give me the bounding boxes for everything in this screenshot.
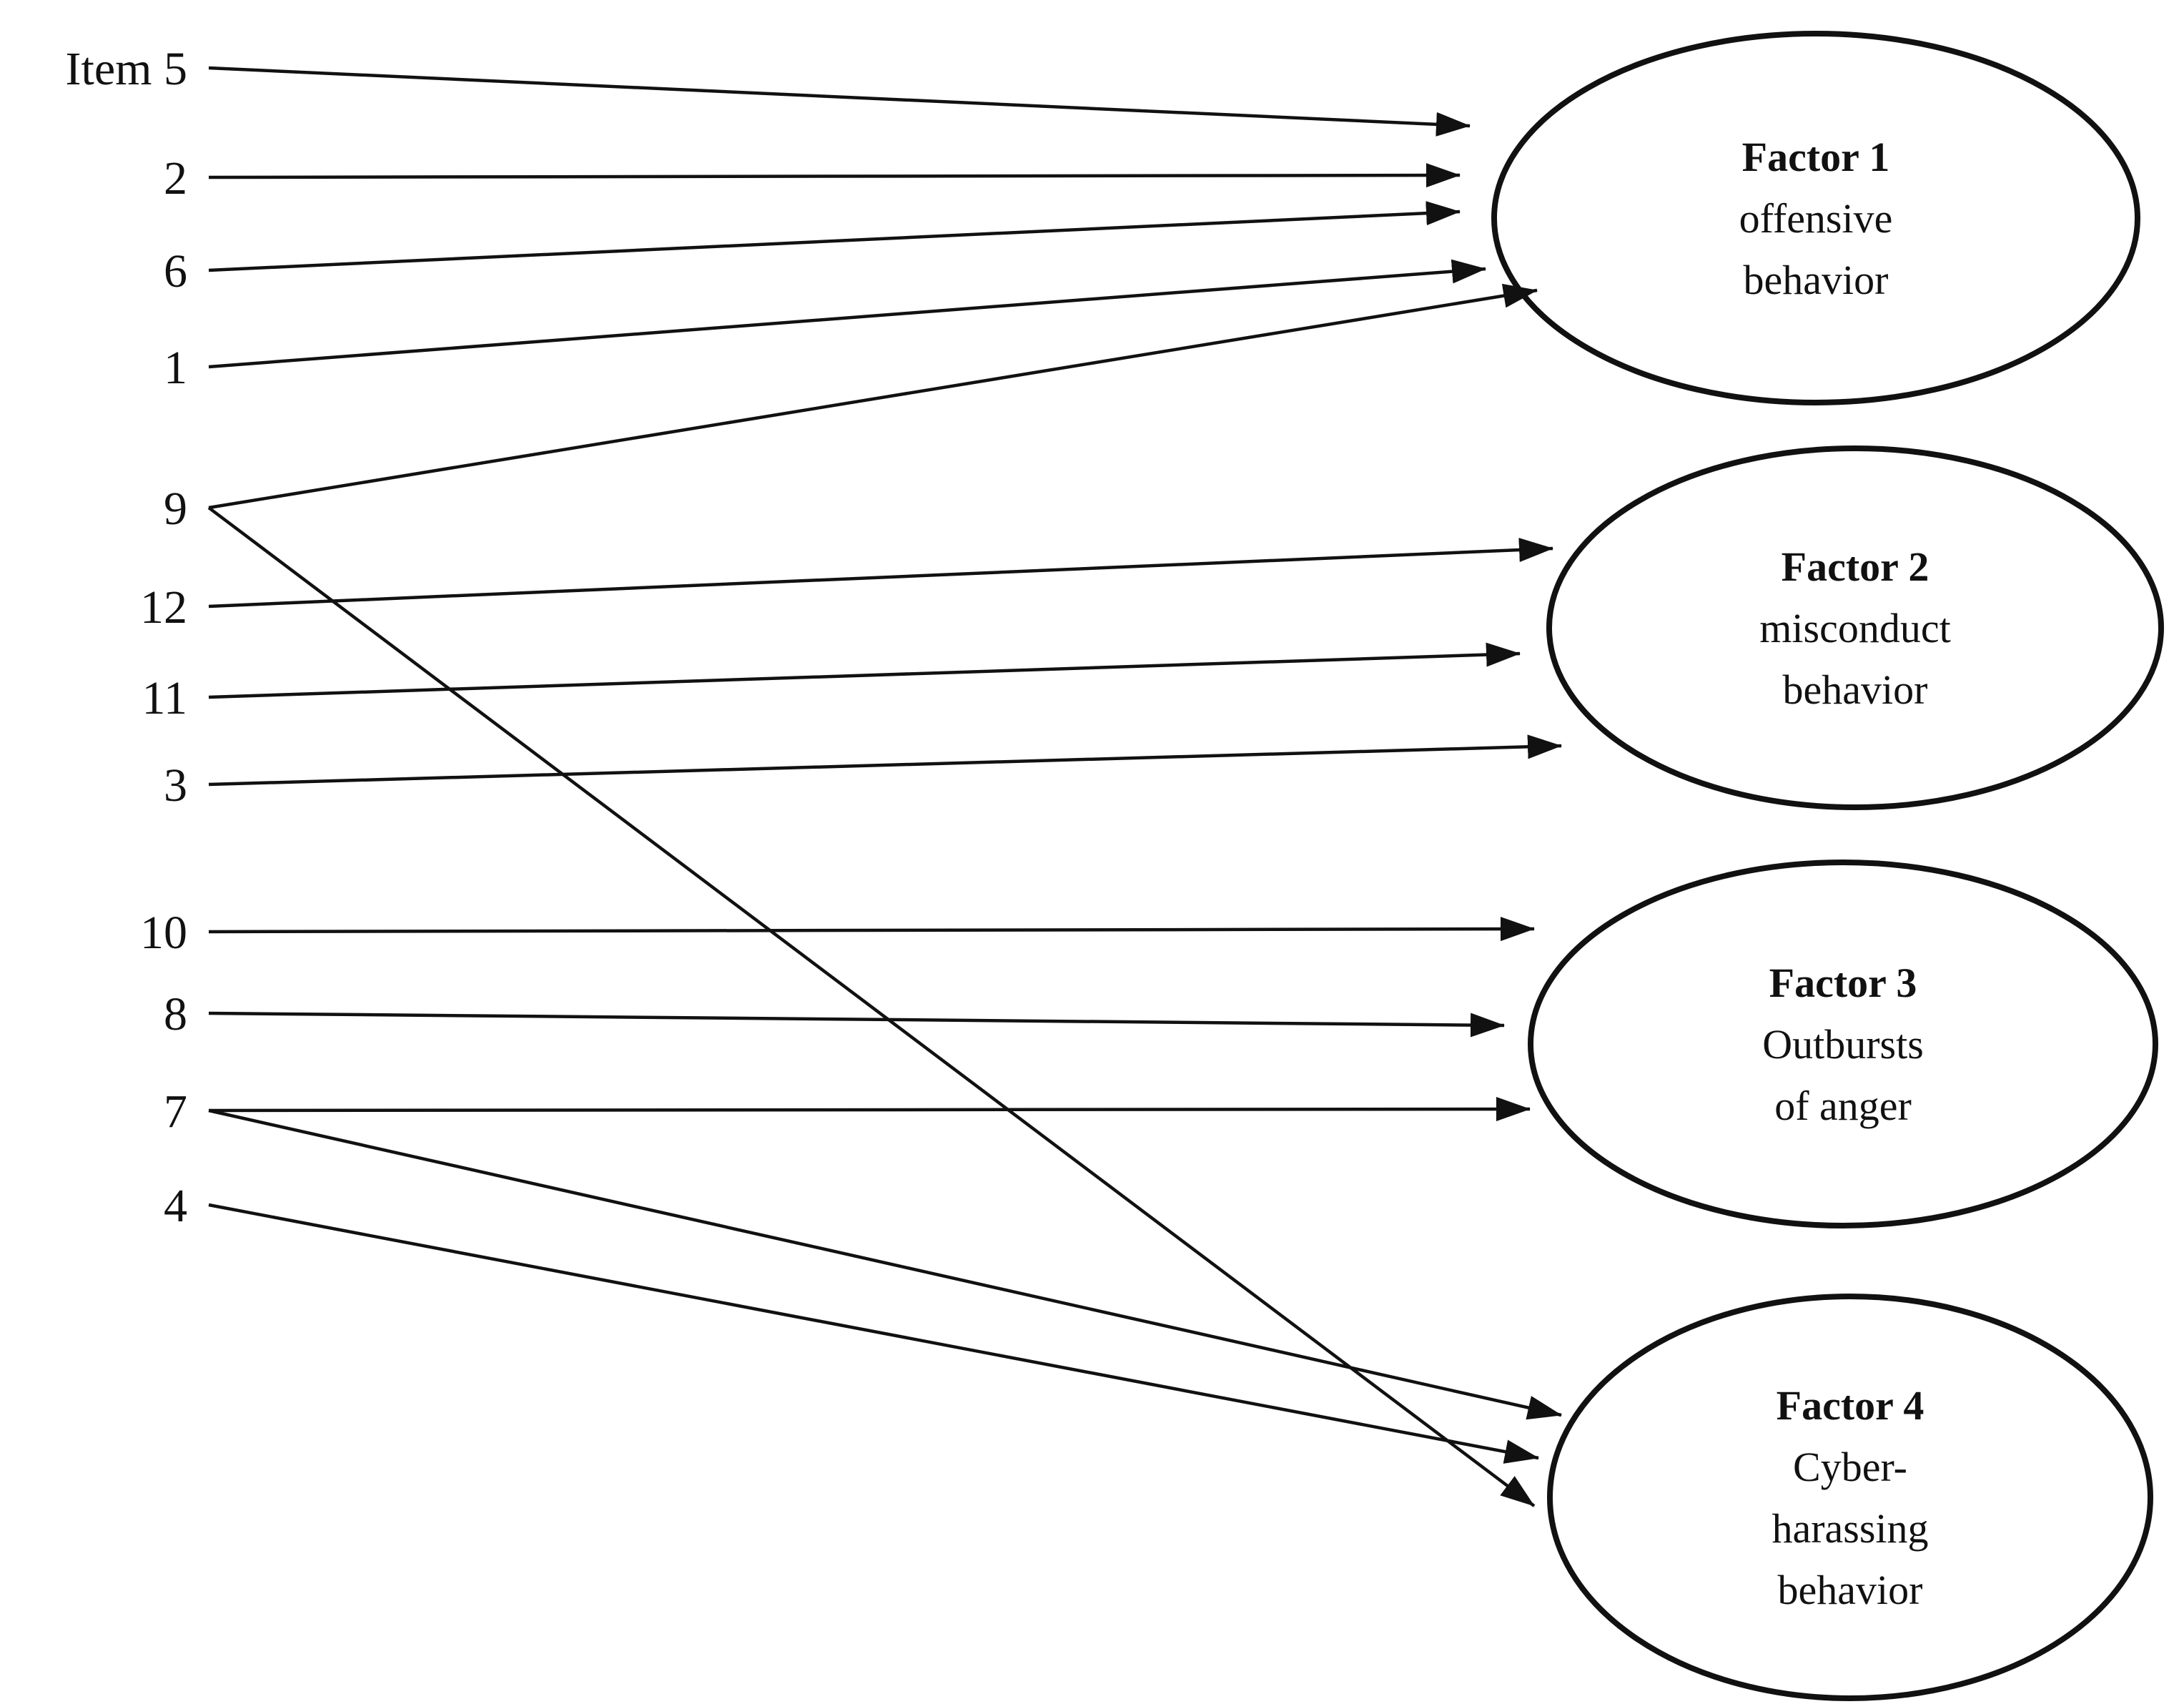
factor3-subtitle-line: of anger [1774,1083,1912,1129]
item-label-3: 3 [164,759,187,812]
item-label-9: 9 [164,483,187,535]
item-label-1: 1 [164,342,187,394]
factor1-title: Factor 1 [1742,134,1890,180]
factor4-subtitle-line: harassing [1772,1505,1928,1552]
item-label-4: 4 [164,1180,187,1232]
arrow-item4-to-factor4 [208,1203,1539,1464]
item-label-10: 10 [140,907,187,959]
arrow-item5-to-factor1 [208,66,1471,137]
item-label-6: 6 [164,245,187,297]
factor2-title: Factor 2 [1782,543,1929,590]
item-label-7: 7 [164,1085,187,1138]
arrow-item9-to-factor4 [207,506,1536,1507]
factor4-subtitle-line: Cyber- [1793,1444,1907,1490]
item-labels-layer: Item 5 2 6 1 9 12 11 3 10 8 7 4 [66,43,187,1232]
arrow-item6-to-factor1 [208,201,1461,272]
factor3-title: Factor 3 [1769,960,1917,1006]
factor1-node: Factor 1 offensive behavior [1491,31,2140,405]
factor1-subtitle-line: behavior [1744,257,1889,303]
item-label-2: 2 [164,152,187,205]
factor2-label: Factor 2 misconduct behavior [1759,543,1950,713]
factor2-ellipse [1546,445,2164,810]
factor4-title: Factor 4 [1777,1382,1924,1429]
factor2-node: Factor 2 misconduct behavior [1546,445,2164,810]
arrow-item12-to-factor2 [208,538,1553,609]
item-label-8: 8 [164,988,187,1040]
item-label-11: 11 [142,672,187,724]
factor2-subtitle-line: misconduct [1759,605,1950,651]
factor3-label: Factor 3 Outbursts of anger [1762,960,1924,1129]
factor4-ellipse [1547,1294,2153,1701]
arrow-item3-to-factor2 [208,734,1562,787]
item-label-5: Item 5 [66,43,187,95]
factor1-subtitle-line: offensive [1739,195,1893,242]
arrow-item10-to-factor3 [208,917,1535,942]
factor2-subtitle-line: behavior [1783,666,1928,713]
factor4-label: Factor 4 Cyber-harassing behavior [1772,1382,1928,1613]
factor4-subtitle-line: behavior [1778,1567,1923,1613]
factor3-ellipse [1528,860,2158,1228]
arrow-item8-to-factor3 [208,1011,1505,1038]
edges-layer [207,66,1562,1507]
factor3-node: Factor 3 Outbursts of anger [1528,860,2158,1228]
arrow-item1-to-factor1 [208,259,1486,369]
factor3-subtitle-line: Outbursts [1762,1021,1924,1068]
factor1-label: Factor 1 offensive behavior [1739,134,1893,303]
item-label-12: 12 [140,581,187,634]
arrow-item9-to-factor1 [208,283,1538,510]
factor4-node: Factor 4 Cyber-harassing behavior [1547,1294,2153,1701]
arrow-item7-to-factor3 [208,1097,1531,1122]
arrow-item7-to-factor4 [208,1108,1562,1420]
factor1-ellipse [1491,31,2140,405]
arrow-item11-to-factor2 [208,642,1521,699]
arrow-item2-to-factor1 [208,163,1461,188]
